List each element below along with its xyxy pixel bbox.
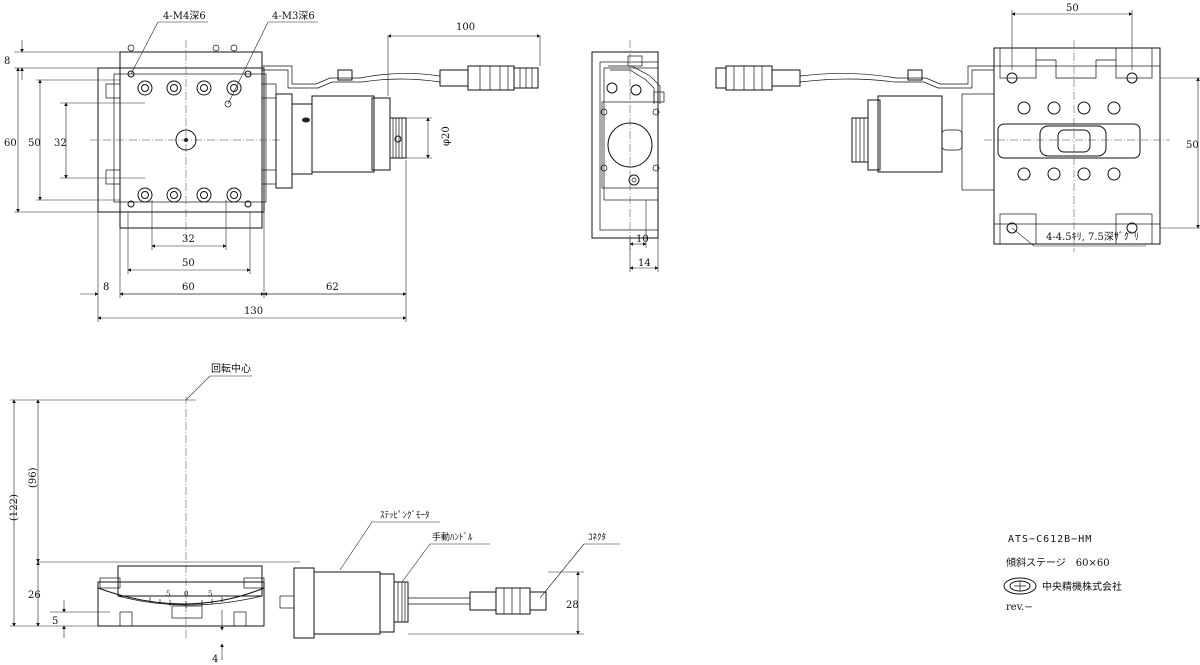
side-view: 10 14 <box>591 40 665 272</box>
scale-label-left: 5 <box>166 590 170 598</box>
dim-14: 14 <box>638 258 651 269</box>
label-rotation-center: 回転中心 <box>211 362 251 375</box>
dim-10: 10 <box>636 234 649 245</box>
label-manual-handle: 手動ﾊﾝﾄﾞﾙ <box>432 531 473 543</box>
dim-8-top: 8 <box>4 56 10 67</box>
dim-62-bottom: 62 <box>326 282 339 293</box>
callout-m3: 4-M3深6 <box>272 10 315 22</box>
dim-96: (96) <box>28 467 39 488</box>
dim-4: 4 <box>212 654 218 665</box>
dim-50-right: 50 <box>1186 140 1199 151</box>
scale-label-center: 0 <box>184 590 188 598</box>
label-connector: ｺﾈｸﾀ <box>588 532 606 543</box>
scale-label-right: 5 <box>208 590 212 598</box>
title-block: ATS−C612B−HM 傾斜ステージ 60×60 中央精機株式会社 rev.− <box>1003 534 1122 613</box>
dim-50-top: 50 <box>1066 3 1079 14</box>
dim-130: 130 <box>244 306 263 317</box>
handle-knob <box>389 117 407 159</box>
dim-26: 26 <box>28 590 41 601</box>
dim-32-bottom: 32 <box>182 234 195 245</box>
hole-pattern <box>127 44 252 208</box>
company-name: 中央精機株式会社 <box>1042 580 1122 593</box>
dim-60-left: 60 <box>4 138 17 149</box>
dim-60-bottom: 60 <box>182 282 195 293</box>
motor-body <box>311 95 375 173</box>
front-view: (122) (96) 26 5 4 5 0 5 <box>9 362 620 665</box>
dim-50-bottom: 50 <box>182 258 195 269</box>
company-logo <box>1003 577 1037 595</box>
model-number: ATS−C612B−HM <box>1008 534 1092 545</box>
angle-scale: 5 0 5 <box>149 590 223 608</box>
connector-top <box>439 69 469 87</box>
dim-28: 28 <box>566 600 579 611</box>
dim-5: 5 <box>52 616 58 627</box>
dim-phi20: φ20 <box>441 126 452 146</box>
top-view: 100 8 60 50 32 φ20 32 50 <box>4 10 541 322</box>
label-stepping-motor: ｽﾃｯﾋﾟﾝｸﾞﾓｰﾀ <box>380 510 430 521</box>
dim-8-bottom: 8 <box>103 282 109 293</box>
revision: rev.− <box>1006 602 1033 613</box>
callout-m4: 4-M4深6 <box>163 10 206 22</box>
dim-50-left: 50 <box>28 138 41 149</box>
dim-100: 100 <box>456 22 475 33</box>
callout-holes: 4-4.5ｷﾘ, 7.5深ｻﾞｸﾞﾘ <box>1046 231 1139 243</box>
product-name: 傾斜ステージ 60×60 <box>1006 556 1110 569</box>
bottom-view: 50 50 4-4.5ｷﾘ, 7.5深ｻﾞｸﾞﾘ <box>715 3 1200 252</box>
dim-32-left: 32 <box>54 138 67 149</box>
dim-122: (122) <box>9 494 20 521</box>
